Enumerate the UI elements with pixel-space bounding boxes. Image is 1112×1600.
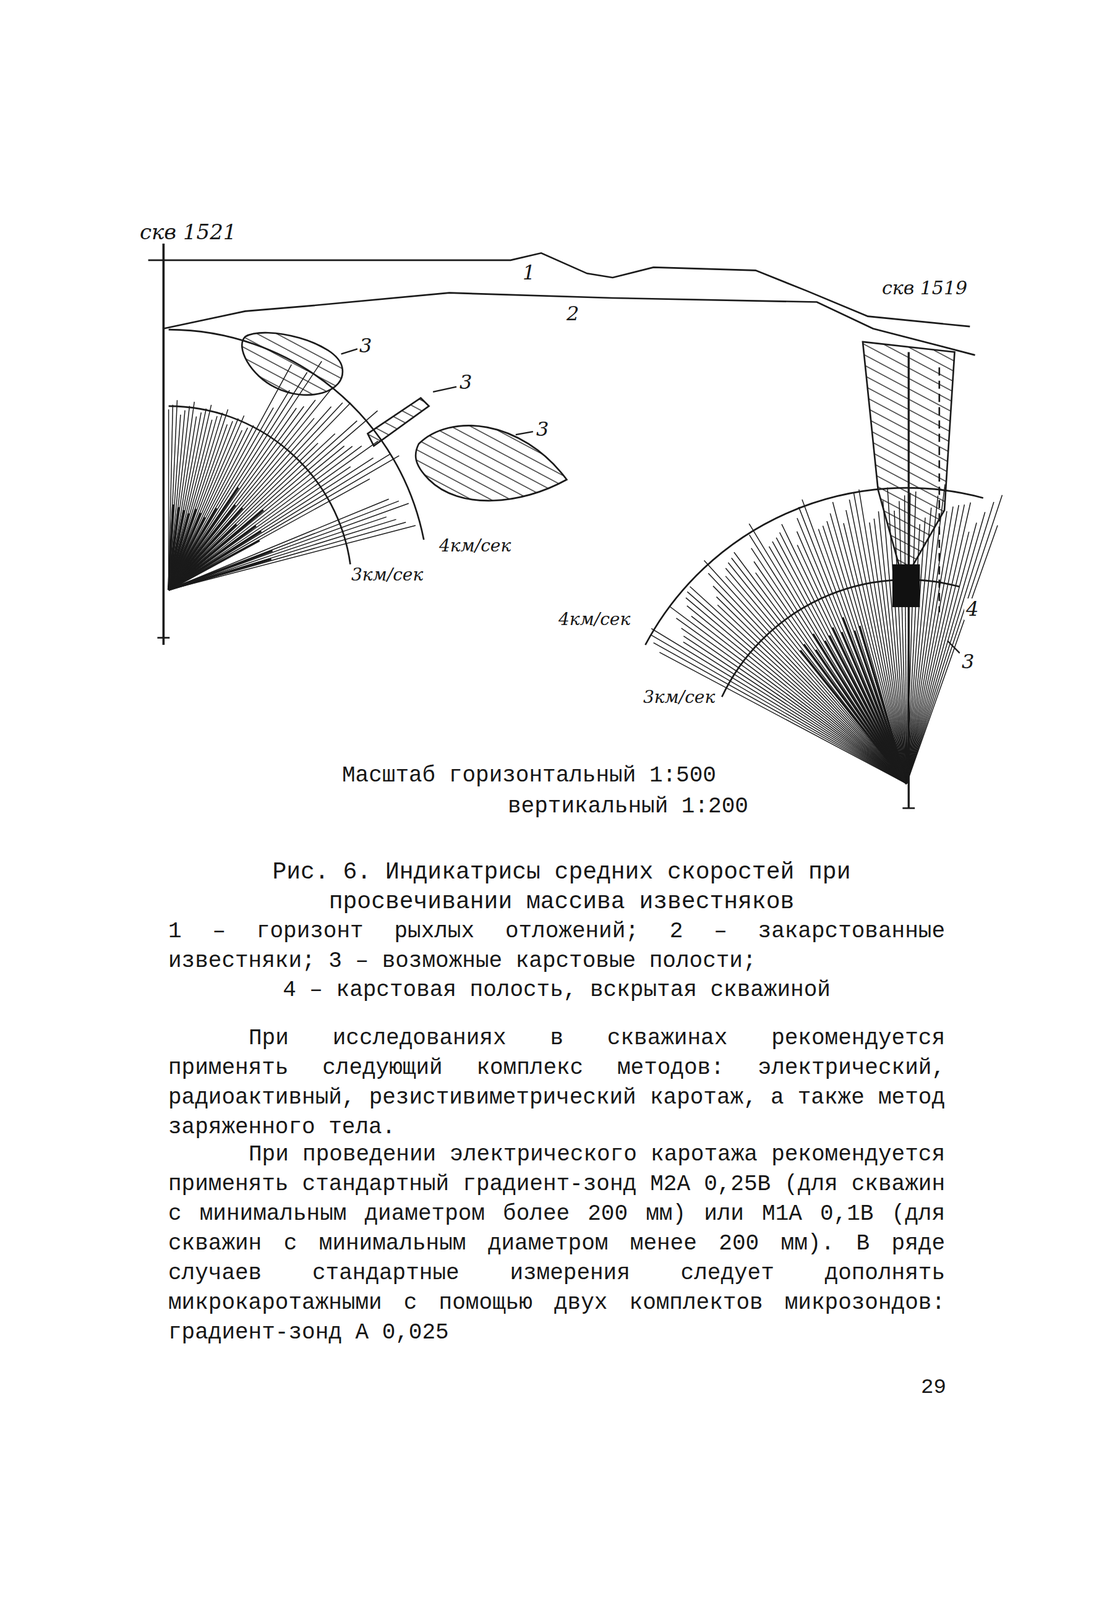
indicatrix-ray [168,458,374,591]
indicatrix-ray [685,598,907,785]
body-paragraph: При проведении электрического каротажа р… [168,1140,946,1349]
callout-label: 1 [520,262,537,284]
callout-label: скв 1521 [137,220,239,244]
indicatrix-ray [168,402,351,591]
leader-line [432,387,457,393]
callout-label: 3 [357,335,374,357]
indicatrix-ray [906,525,998,785]
legend-note: 1 – горизонт рыхлых отложений; 2 – закар… [168,917,946,977]
indicatrix-ray [717,604,907,784]
indicatrix-ray [168,400,316,591]
callout-label: 4км/сек [556,610,633,630]
callout-label: 3км/сек [349,565,425,586]
indicatrix-ray [725,568,907,785]
indicatrix-ray [168,479,370,591]
callout-label: 2 [564,303,581,325]
body-paragraph: При исследованиях в скважинах рекомендуе… [168,1024,946,1143]
karst-cavity-possible [862,342,955,582]
indicatrix-ray [168,387,334,591]
indicatrix-ray [168,372,308,591]
leader-line [947,641,960,654]
legend-note: 4 – карстовая полость, вскрытая скважино… [168,978,946,1004]
indicatrix-ray [168,446,353,591]
indicatrix-ray [797,531,907,785]
indicatrix-ray [906,523,977,785]
indicatrix-ray [168,466,351,591]
indicatrix-ray [713,586,907,785]
indicatrix-ray [797,545,907,785]
page-number: 29 [920,1376,947,1400]
indicatrix-ray [168,440,379,591]
indicatrix-ray [168,390,291,591]
callout-label: 3 [457,371,474,394]
callout-label: 3 [534,418,551,441]
leader-line [341,348,358,354]
scale-note: вертикальный 1:200 [507,794,749,820]
callout-label: 4км/сек [437,536,513,556]
scale-note: Масштаб горизонтальный 1:500 [342,763,717,789]
callout-label: скв 1519 [880,277,970,299]
indicatrix-ray [168,445,362,591]
callout-label: 3 [959,651,976,673]
indicatrix-ray [749,534,907,784]
karst-cavity-possible [241,332,343,396]
karst-cavity-opened [892,564,921,608]
indicatrix-ray [168,421,358,591]
borehole-left-tick [157,637,170,639]
indicatrix-ray [826,521,907,785]
indicatrix-ray [779,532,907,784]
indicatrix-ray [755,572,907,784]
karst-cavity-possible [367,398,429,447]
indicatrix-ray [797,518,907,785]
borehole-left [162,236,166,646]
indicatrix-ray [798,507,907,784]
indicatrix-ray [168,445,345,591]
callout-label: 4 [964,598,981,621]
indicatrix-ray [168,402,343,591]
callout-label: 3км/сек [641,688,717,708]
indicatrix-ray [168,540,260,591]
indicatrix-ray [691,616,907,785]
borehole-right-tick [902,807,915,810]
indicatrix-ray [168,408,297,591]
figure-caption: Рис. 6. Индикатрисы средних скоростей пр… [246,857,877,918]
leader-line [515,431,534,435]
